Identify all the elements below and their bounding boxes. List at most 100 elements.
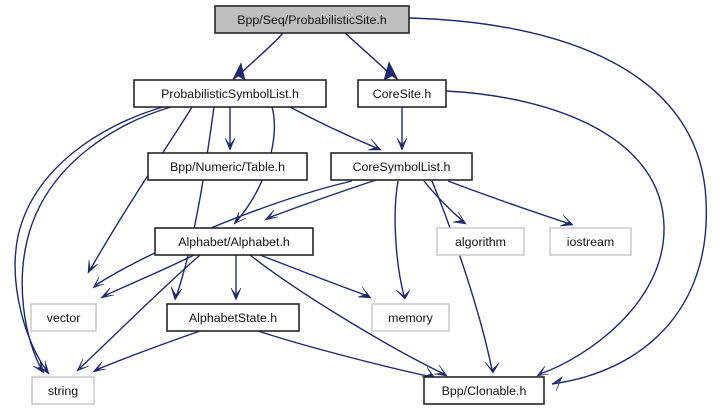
arrow-head-icon [559, 214, 574, 227]
node-label: ProbabilisticSymbolList.h [161, 87, 299, 101]
node-clonable[interactable]: Bpp/Clonable.h [423, 376, 545, 405]
edge-e-alpha-memory [259, 254, 372, 299]
node-label: Bpp/Clonable.h [442, 384, 527, 398]
edge-e-psite-psymlist [231, 32, 284, 82]
arrow-head-icon [396, 137, 408, 151]
arrow-head-icon [484, 361, 500, 374]
node-label: vector [47, 311, 81, 325]
node-box[interactable] [357, 79, 447, 108]
edge-e-psymlist-vec-a [170, 106, 215, 301]
node-alphabet[interactable]: Alphabet/Alphabet.h [154, 227, 314, 256]
edge-e-core-iostream [447, 180, 574, 227]
edge-line [175, 106, 215, 298]
edge-e-psymlist-table [224, 107, 236, 151]
edge-e-coresite-clon [445, 90, 665, 377]
arrow-head-icon [395, 289, 411, 300]
arrow-head-icon [100, 287, 115, 299]
arrow-head-icon [264, 209, 279, 221]
node-algorithm[interactable]: algorithm [436, 227, 525, 256]
edge-line [289, 106, 380, 150]
node-box[interactable] [436, 227, 525, 256]
arrow-head-icon [92, 361, 107, 373]
edge-e-core-algo [423, 180, 467, 225]
node-label: Bpp/Numeric/Table.h [170, 160, 285, 174]
arrow-head-icon [433, 364, 448, 377]
edge-e-core-vector [92, 180, 353, 289]
arrow-head-icon [230, 287, 242, 301]
node-vector[interactable]: vector [30, 303, 97, 332]
node-label: Alphabet/Alphabet.h [178, 235, 290, 249]
node-label: CoreSymbolList.h [353, 160, 451, 174]
edge-line [103, 254, 195, 297]
node-box[interactable] [30, 303, 97, 332]
arrow-head-icon [87, 259, 99, 274]
arrow-head-icon [357, 286, 372, 299]
arrow-head-icon [92, 276, 105, 289]
edge-e-alpha-string [76, 254, 201, 372]
edge-e-psite-coresite [344, 32, 399, 81]
edge-line [14, 106, 164, 372]
node-probabilisticsymbollist[interactable]: ProbabilisticSymbolList.h [133, 79, 327, 108]
node-numerictable[interactable]: Bpp/Numeric/Table.h [147, 152, 308, 181]
node-probabilisticsite[interactable]: Bpp/Seq/ProbabilisticSite.h [214, 5, 410, 34]
edge-e-core-clonable [431, 180, 500, 374]
arrow-head-icon [224, 137, 236, 151]
node-box[interactable] [147, 152, 308, 181]
edge-line [447, 180, 571, 225]
edge-e-core-alpha [264, 179, 377, 221]
arrow-head-icon [170, 286, 183, 301]
node-label: AlphabetState.h [189, 311, 277, 325]
edge-line [408, 17, 707, 385]
node-coresymbollist[interactable]: CoreSymbolList.h [330, 152, 473, 181]
arrow-head-icon [536, 365, 550, 377]
node-iostream[interactable]: iostream [549, 227, 632, 256]
arrow-head-icon [37, 360, 50, 375]
node-box[interactable] [133, 79, 327, 108]
edge-e-core-memory [394, 180, 411, 300]
edge-e-alpha-clonable [249, 254, 448, 377]
edge-e-alpha-astate [230, 255, 242, 301]
arrow-head-icon [452, 211, 467, 225]
node-box[interactable] [423, 376, 545, 405]
arrow-head-icon [233, 211, 247, 225]
arrow-head-icon [231, 62, 246, 82]
node-box[interactable] [31, 376, 95, 405]
edge-line [431, 180, 493, 371]
edge-line [95, 330, 201, 371]
edge-line [259, 254, 369, 297]
arrow-head-icon [383, 61, 399, 81]
edge-e-psymlist-str-a [21, 106, 172, 374]
arrow-head-icon [551, 376, 563, 392]
edge-line [95, 180, 353, 286]
node-label: memory [388, 311, 434, 325]
node-coresite[interactable]: CoreSite.h [357, 79, 447, 108]
edge-e-psite-clonable [408, 17, 707, 392]
node-memory[interactable]: memory [371, 303, 450, 332]
node-box[interactable] [371, 303, 450, 332]
edge-line [445, 90, 665, 375]
node-label: string [48, 384, 78, 398]
edge-line [423, 180, 465, 223]
node-label: Bpp/Seq/ProbabilisticSite.h [237, 13, 387, 27]
node-box[interactable] [166, 303, 300, 332]
edge-line [267, 179, 377, 219]
node-label: CoreSite.h [373, 87, 432, 101]
edge-line [257, 330, 433, 378]
edge-e-alpha-vector [100, 254, 195, 299]
node-box[interactable] [214, 5, 410, 34]
node-label: algorithm [455, 235, 506, 249]
node-box[interactable] [330, 152, 473, 181]
node-box[interactable] [549, 227, 632, 256]
nodes-layer: Bpp/Seq/ProbabilisticSite.hProbabilistic… [30, 5, 632, 405]
edge-e-coresite-core [396, 107, 408, 151]
node-alphabetstate[interactable]: AlphabetState.h [166, 303, 300, 332]
node-box[interactable] [154, 227, 314, 256]
edge-line [79, 254, 201, 369]
edge-line [249, 254, 445, 375]
edge-e-psymlist-str-b [14, 106, 164, 375]
edge-line [394, 180, 405, 297]
node-string[interactable]: string [31, 376, 95, 405]
edges-layer [14, 17, 707, 392]
